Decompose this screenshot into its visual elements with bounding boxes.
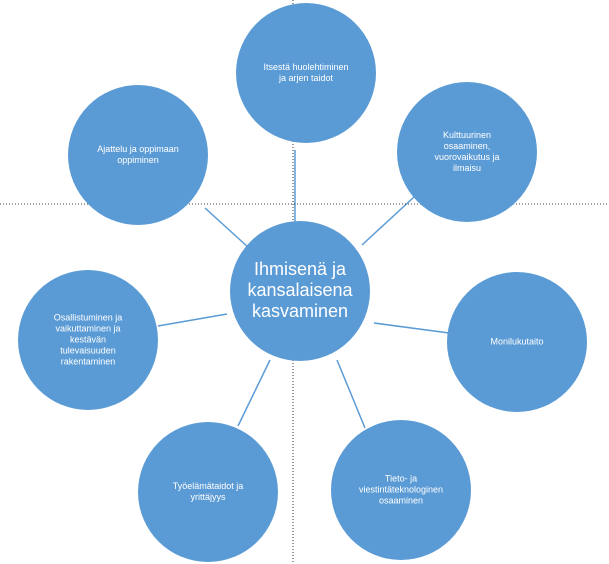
- connectors: [157, 150, 450, 429]
- connector-participation: [157, 313, 228, 327]
- node-multiliteracy-circle: [447, 272, 587, 412]
- connector-thinking: [204, 207, 250, 249]
- connector-ict: [336, 359, 366, 429]
- node-participation-circle: [18, 270, 158, 410]
- node-culture-circle: [397, 82, 537, 222]
- connector-multiliteracy: [373, 322, 450, 334]
- node-multiliteracy-label: Monilukutaito: [490, 336, 543, 346]
- node-self-care-circle: [236, 3, 376, 143]
- center-node-circle: [230, 221, 370, 361]
- node-thinking-circle: [68, 85, 208, 225]
- node-work-life-circle: [138, 422, 278, 562]
- connector-work-life: [237, 359, 271, 427]
- node-multiliteracy: Monilukutaito: [447, 272, 587, 412]
- node-ict-circle: [331, 420, 471, 560]
- connector-culture: [361, 196, 415, 246]
